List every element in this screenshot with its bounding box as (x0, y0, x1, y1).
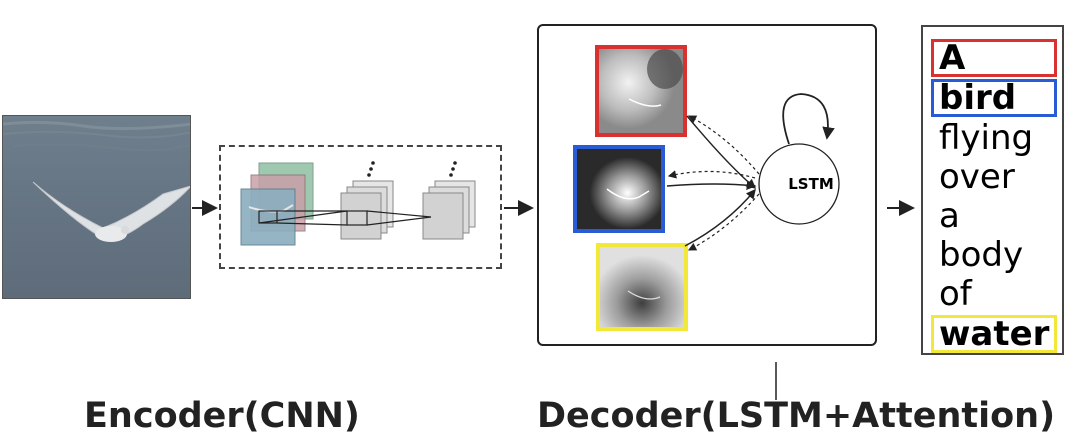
attention-map-red (595, 45, 687, 137)
caption-word: over (939, 157, 1015, 197)
encoder-cnn-box (219, 145, 502, 269)
caption-word: water (939, 314, 1050, 354)
lstm-attention-diagram (666, 93, 840, 251)
caption-word: A (939, 38, 966, 78)
caption-word: bird (939, 78, 1017, 118)
lstm-node (758, 143, 840, 225)
attention-map-blue (573, 145, 665, 233)
decoder-box (537, 24, 877, 346)
caption-word: a (939, 196, 960, 236)
caption-word: of (939, 274, 972, 314)
decoder-label: Decoder(LSTM+Attention) (537, 396, 1056, 436)
caption-box: A bird flying over a body of water (921, 25, 1064, 355)
encoder-label: Encoder(CNN) (84, 396, 360, 436)
lstm-label: LSTM (788, 175, 834, 193)
caption-word: flying (939, 118, 1034, 158)
highlight-frame-bird (931, 79, 1057, 117)
highlight-frame-water (931, 315, 1057, 353)
highlight-frame-a (931, 39, 1057, 77)
attention-map-yellow (596, 243, 688, 331)
bird-over-water-image (3, 116, 190, 298)
caption-word: body (939, 235, 1024, 275)
cnn-layers-diagram (240, 161, 476, 246)
input-image (2, 115, 191, 299)
